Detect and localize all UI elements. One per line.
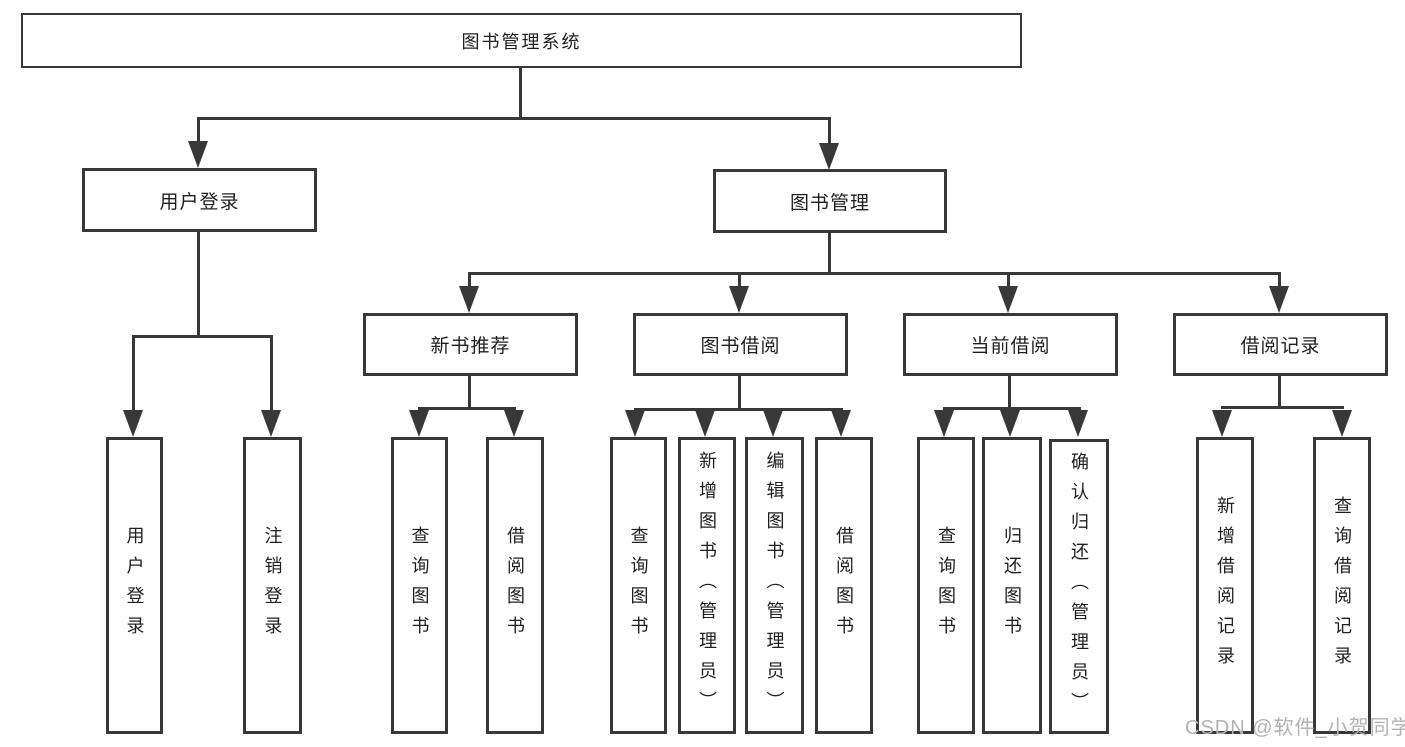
connector-line xyxy=(519,68,522,117)
arrowhead xyxy=(504,410,524,437)
connector-line xyxy=(197,232,200,335)
arrowhead xyxy=(695,410,715,437)
connector-line xyxy=(468,376,471,407)
arrowhead xyxy=(729,286,749,313)
node-borrowing-records: 借阅记录 xyxy=(1173,313,1388,376)
connector-line xyxy=(1278,272,1281,288)
leaf-borrow-books-rec: 借阅图书 xyxy=(486,437,544,734)
node-user-login: 用户登录 xyxy=(82,168,317,232)
node-book-borrowing: 图书借阅 xyxy=(633,313,848,376)
leaf-query-borrow-record: 查询借阅记录 xyxy=(1313,437,1371,734)
leaf-return-books: 归还图书 xyxy=(982,437,1042,734)
leaf-query-books-rec: 查询图书 xyxy=(391,437,448,734)
arrowhead xyxy=(188,141,208,168)
connector-line xyxy=(197,117,200,145)
connector-line xyxy=(270,335,273,412)
connector-line xyxy=(1007,272,1010,288)
connector-line xyxy=(943,407,1081,410)
node-new-book-recommendation: 新书推荐 xyxy=(363,313,578,376)
connector-line xyxy=(738,272,741,288)
arrowhead xyxy=(1068,410,1088,437)
connector-line xyxy=(468,272,471,288)
connector-line xyxy=(1008,376,1011,407)
node-book-management: 图书管理 xyxy=(713,169,947,233)
leaf-query-books-borrow: 查询图书 xyxy=(610,437,667,734)
leaf-confirm-return-admin: 确认归还（管理员） xyxy=(1049,439,1109,734)
leaf-query-books-current: 查询图书 xyxy=(917,437,975,734)
connector-line xyxy=(1278,376,1281,406)
connector-line xyxy=(132,335,135,412)
leaf-borrow-books: 借阅图书 xyxy=(815,437,873,734)
arrowhead xyxy=(934,410,954,437)
connector-line xyxy=(828,233,831,272)
arrowhead xyxy=(1212,410,1232,437)
connector-line xyxy=(132,335,273,338)
connector-line xyxy=(828,117,831,147)
connector-line xyxy=(634,408,843,411)
arrowhead xyxy=(409,410,429,437)
arrowhead xyxy=(1269,286,1289,313)
arrowhead xyxy=(831,410,851,437)
leaf-logout: 注销登录 xyxy=(243,437,302,734)
node-library-management-system: 图书管理系统 xyxy=(21,13,1022,68)
arrowhead xyxy=(998,286,1018,313)
csdn-watermark: CSDN @软件_小贺同学 xyxy=(1185,717,1405,739)
leaf-add-borrow-record: 新增借阅记录 xyxy=(1196,437,1254,734)
arrowhead xyxy=(1000,410,1020,437)
leaf-add-books-admin: 新增图书（管理员） xyxy=(678,437,736,734)
arrowhead xyxy=(819,143,839,170)
connector-line xyxy=(1221,406,1344,409)
node-current-borrowing: 当前借阅 xyxy=(903,313,1118,376)
arrowhead xyxy=(261,410,281,437)
connector-line xyxy=(418,407,516,410)
leaf-edit-books-admin: 编辑图书（管理员） xyxy=(745,437,804,734)
connector-line xyxy=(738,376,741,408)
arrowhead xyxy=(123,410,143,437)
arrowhead xyxy=(763,410,783,437)
arrowhead xyxy=(625,410,645,437)
arrowhead xyxy=(1332,410,1352,437)
arrowhead xyxy=(459,286,479,313)
connector-line xyxy=(468,272,1281,275)
leaf-user-login: 用户登录 xyxy=(106,437,163,734)
connector-line xyxy=(197,117,831,120)
